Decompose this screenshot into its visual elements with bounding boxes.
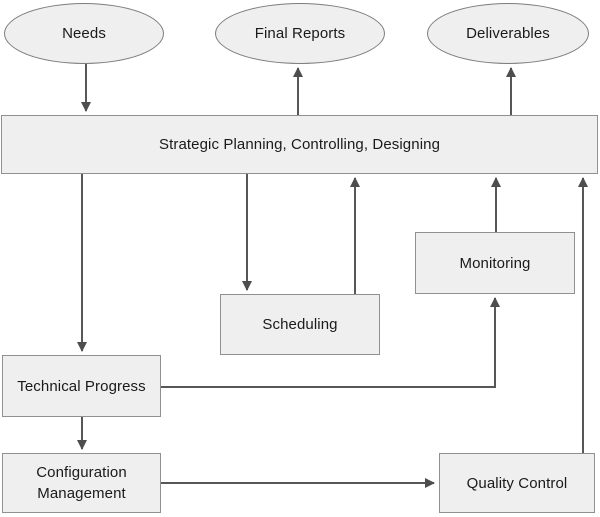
- node-configuration-management: Configuration Management: [2, 453, 161, 513]
- node-scheduling-label: Scheduling: [262, 316, 338, 333]
- node-needs-label: Needs: [62, 25, 106, 42]
- node-final-reports: Final Reports: [215, 3, 385, 64]
- node-strategic-planning-label: Strategic Planning, Controlling, Designi…: [158, 136, 441, 153]
- node-quality-control-label: Quality Control: [466, 474, 568, 492]
- node-needs: Needs: [4, 3, 164, 64]
- node-strategic-planning: Strategic Planning, Controlling, Designi…: [1, 115, 598, 174]
- arrow-technical-progress-to-monitoring: [161, 297, 500, 388]
- node-technical-progress-label: Technical Progress: [17, 377, 146, 395]
- node-deliverables: Deliverables: [427, 3, 589, 64]
- node-deliverables-label: Deliverables: [466, 25, 550, 42]
- node-monitoring: Monitoring: [415, 232, 575, 294]
- node-configuration-management-label: Configuration Management: [36, 464, 127, 502]
- node-scheduling: Scheduling: [220, 294, 380, 355]
- node-monitoring-label: Monitoring: [459, 254, 531, 272]
- node-quality-control: Quality Control: [439, 453, 595, 513]
- node-final-reports-label: Final Reports: [254, 25, 346, 42]
- node-technical-progress: Technical Progress: [2, 355, 161, 417]
